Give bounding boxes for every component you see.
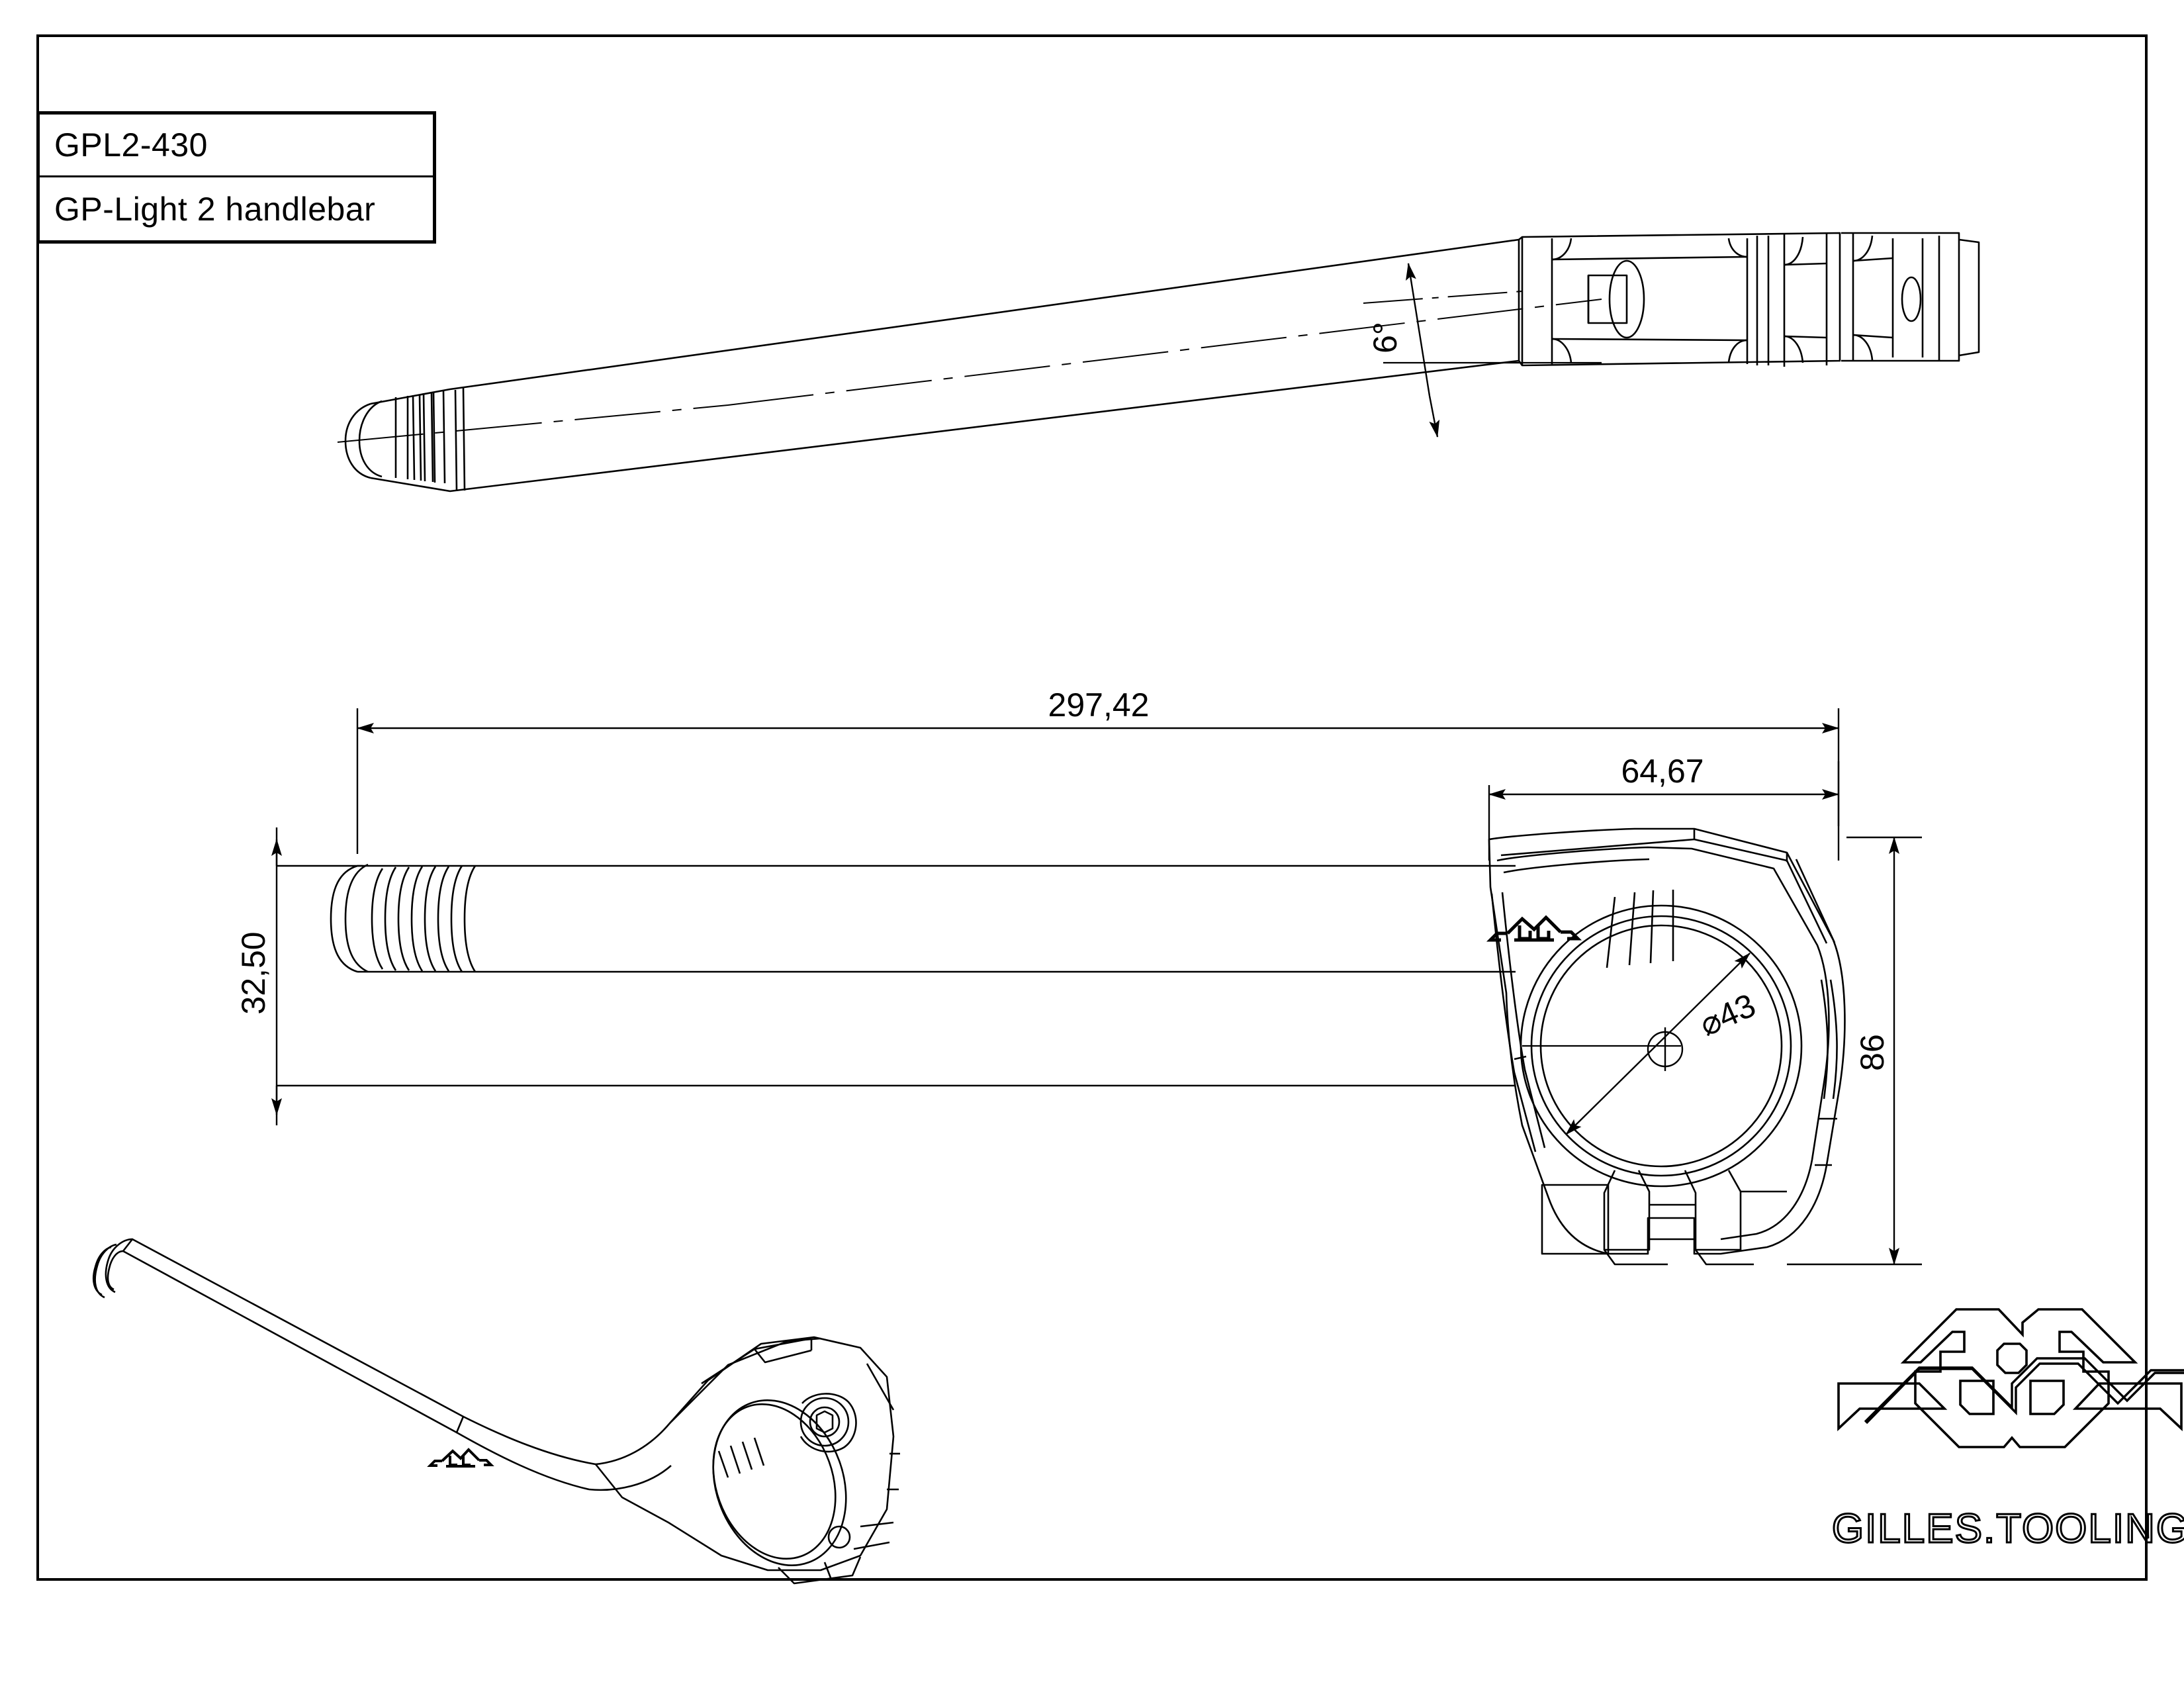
title-block: GPL2-430 GP-Light 2 handlebar	[36, 111, 436, 244]
top-view-group	[337, 232, 1980, 492]
dimension-texts: 297,42 64,67 32,50 86 ⌀43 6°	[235, 322, 1891, 1071]
dim-overall-length-text: 297,42	[1048, 686, 1150, 724]
drawing-border-frame	[36, 34, 2148, 1581]
gilles-tooling-logo: GILLES.TOOLING	[1831, 1308, 2184, 1553]
title-block-part-name-row: GP-Light 2 handlebar	[40, 177, 433, 240]
part-name-text: GP-Light 2 handlebar	[54, 190, 376, 228]
logo-wordmark-text: GILLES.TOOLING	[1832, 1506, 2184, 1552]
title-block-part-number-row: GPL2-430	[40, 115, 433, 177]
gg-badge-icon-iso-view	[427, 1448, 494, 1468]
dim-tube-diameter-text: 32,50	[235, 931, 272, 1014]
dimension-lines	[271, 708, 1922, 1266]
dim-clamp-height-text: 86	[1854, 1034, 1891, 1071]
gg-badge-icon-side-view	[1486, 915, 1582, 942]
side-view-group	[330, 827, 1846, 1266]
dim-clamp-width-text: 64,67	[1621, 753, 1704, 790]
part-number-text: GPL2-430	[54, 126, 208, 164]
iso-view-group	[93, 1238, 900, 1585]
dim-bore-diameter-text: ⌀43	[1694, 986, 1761, 1043]
dim-rise-angle-text: 6°	[1367, 322, 1404, 353]
angle-dimension-6deg	[1363, 263, 1602, 438]
